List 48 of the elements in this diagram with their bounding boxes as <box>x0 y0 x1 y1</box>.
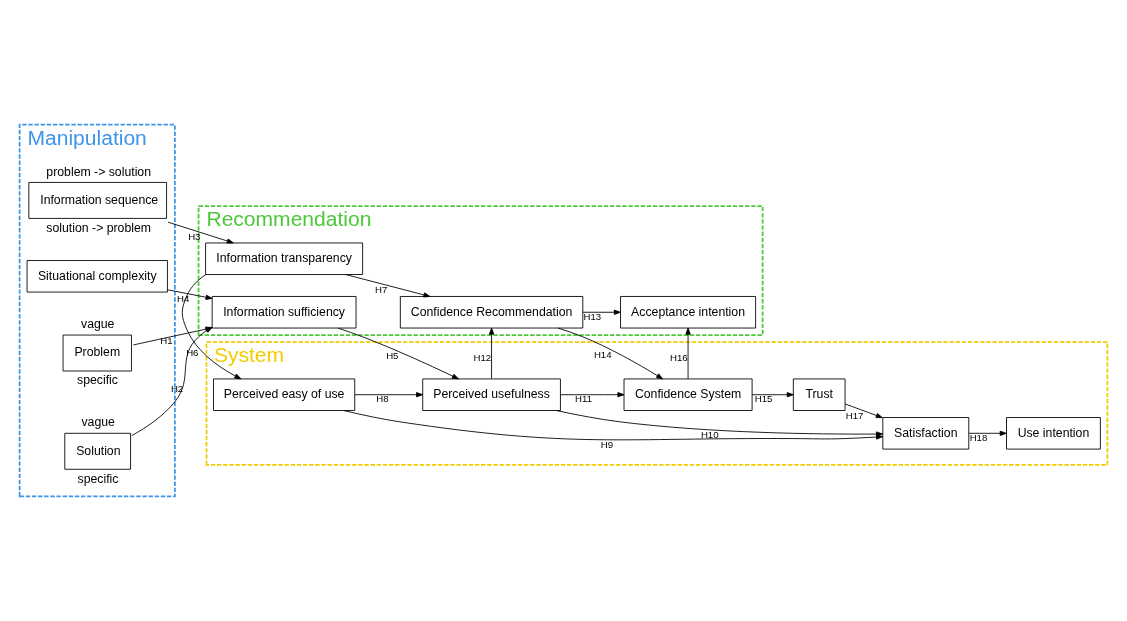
node-box: Situational complexity <box>26 260 168 293</box>
node-label: vague <box>81 415 115 430</box>
node-label: specific <box>77 373 118 388</box>
edge-label: H14 <box>593 348 612 360</box>
node-box: Information sequence <box>28 182 167 219</box>
node-label: solution -> problem <box>46 220 152 235</box>
node-box: Trust <box>792 378 846 411</box>
arrow <box>582 309 621 315</box>
edge-label: H17 <box>845 409 864 421</box>
edge-label: H13 <box>583 310 602 322</box>
node-box: Information sufficiency <box>211 296 357 329</box>
edge-label: H5 <box>386 350 399 362</box>
arrow <box>167 221 234 244</box>
node-label: specific <box>77 471 119 486</box>
edge-label: H10 <box>700 429 719 441</box>
node-label: problem -> solution <box>46 164 152 179</box>
node-box: Perceived usefulness <box>422 378 561 411</box>
arrow <box>354 392 424 398</box>
arrow <box>167 289 213 300</box>
edge-label: H4 <box>176 292 190 304</box>
arrow <box>345 274 431 298</box>
arrow <box>489 327 495 380</box>
node-box: Information transparency <box>205 242 364 275</box>
edge-label: H15 <box>754 393 773 405</box>
edge-label: H1 <box>160 335 173 347</box>
arrow <box>751 392 794 398</box>
node-box: Acceptance intention <box>620 296 757 329</box>
edge-label: H18 <box>969 432 988 444</box>
node-box: Confidence System <box>623 378 753 411</box>
arrow <box>844 403 883 419</box>
edge-label: H9 <box>600 438 614 450</box>
edge-label: H6 <box>186 346 199 358</box>
arrow <box>968 430 1007 436</box>
node-box: Satisfaction <box>882 417 970 450</box>
node-label: vague <box>81 317 115 332</box>
edge-label: H16 <box>670 352 688 364</box>
node-box: Confidence Recommendation <box>399 296 584 329</box>
edge-label: H7 <box>375 284 388 296</box>
arrow <box>181 274 242 380</box>
node-box: Use intention <box>1006 417 1101 450</box>
edge-label: H8 <box>376 393 389 405</box>
node-box: Solution <box>64 432 132 470</box>
arrow <box>560 392 625 398</box>
node-box: Perceived easy of use <box>213 378 356 411</box>
edge-label: H12 <box>473 352 492 364</box>
node-box: Problem <box>62 334 132 372</box>
edge-label: H11 <box>575 393 593 405</box>
arrow <box>685 327 691 380</box>
